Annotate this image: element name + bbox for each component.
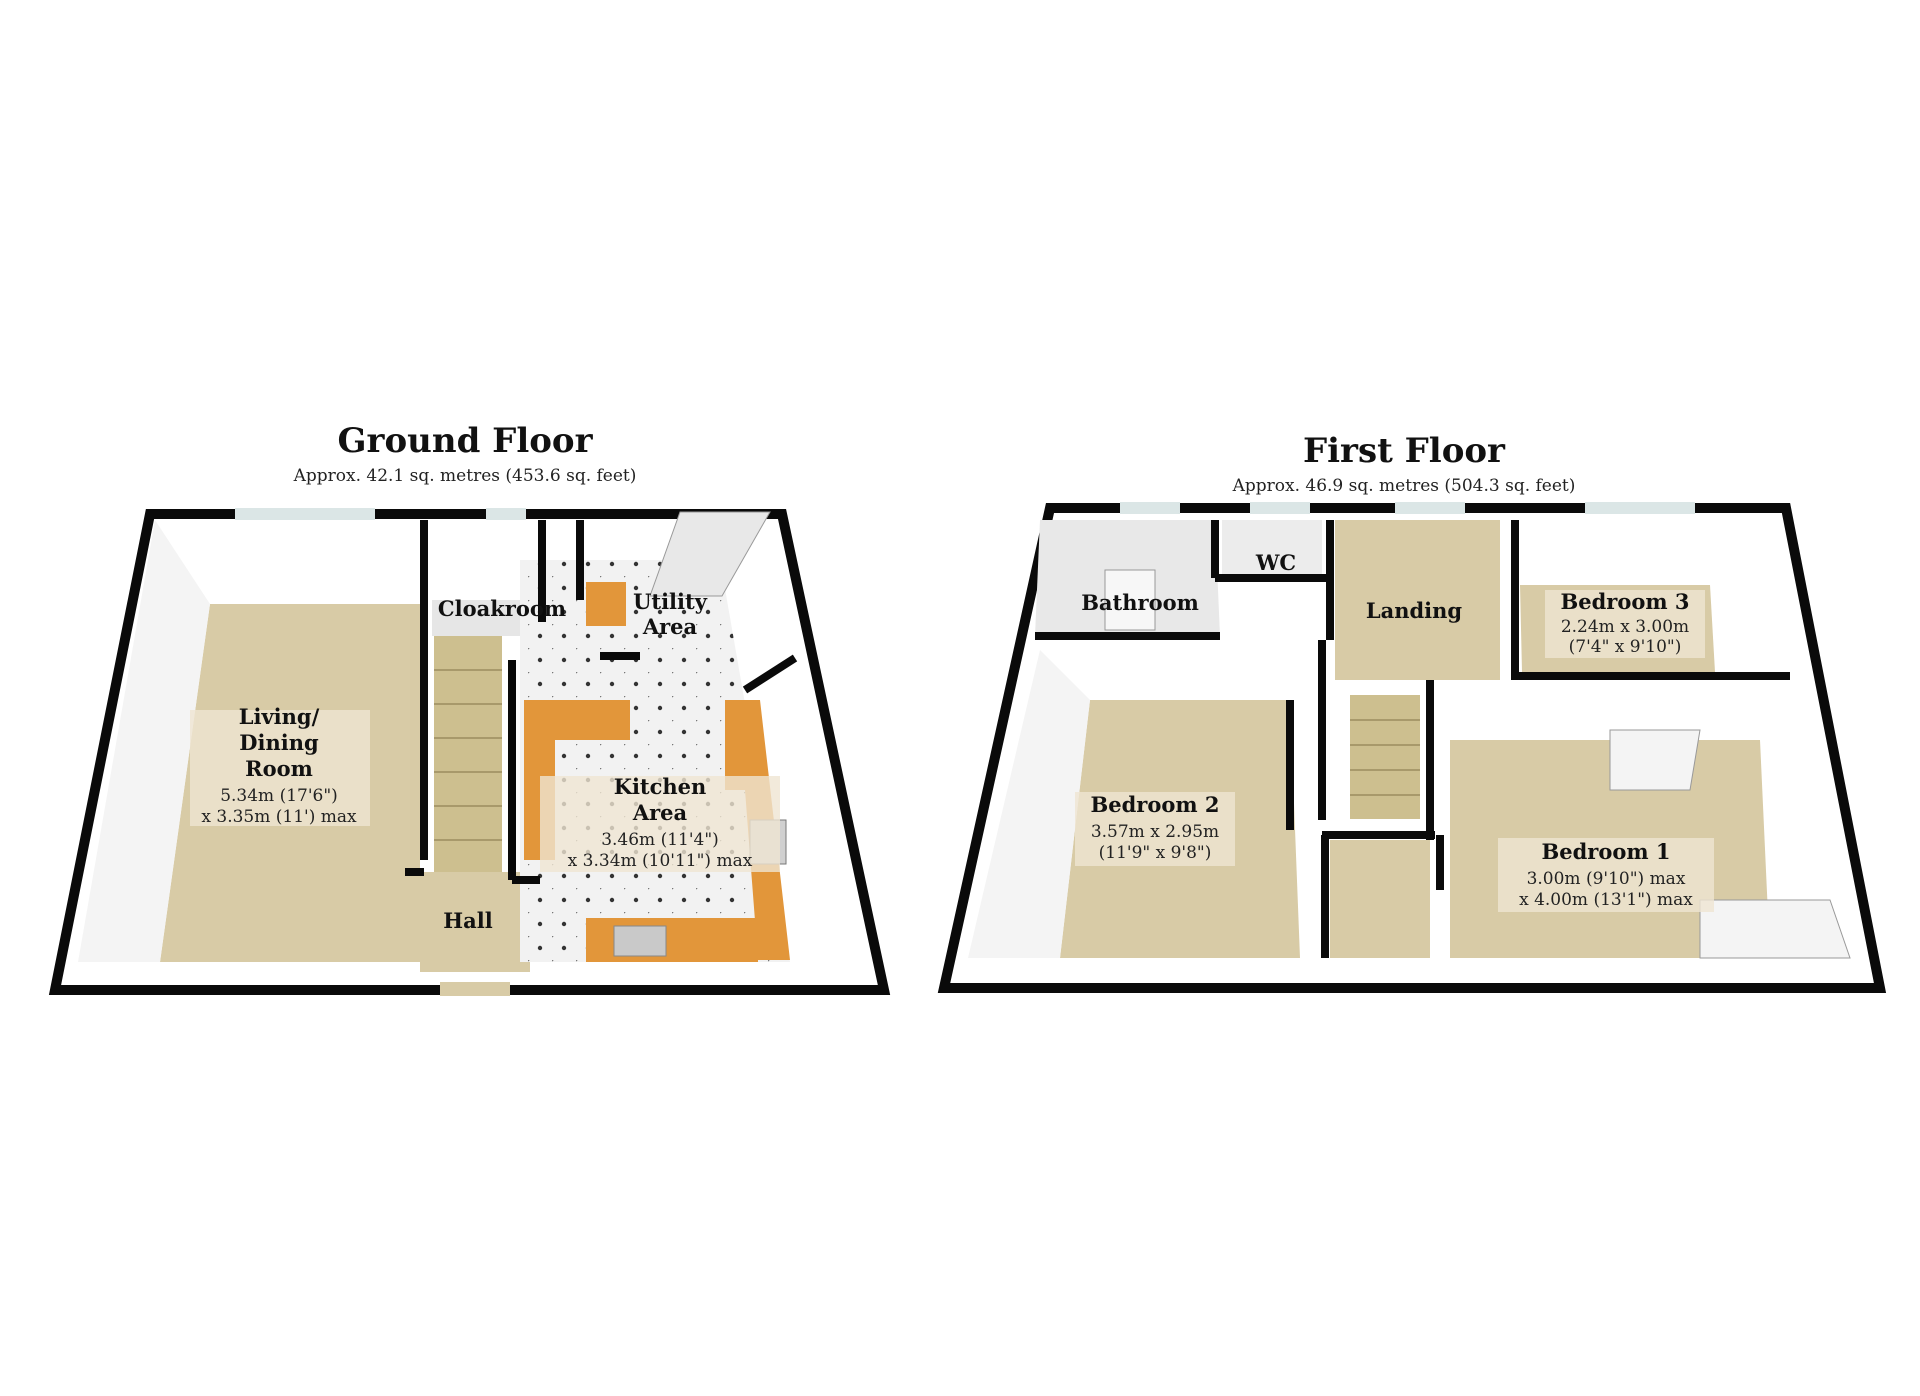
wardrobe xyxy=(1699,899,1851,959)
living-room-dimensions: x 3.35m (11') max xyxy=(201,807,357,827)
living-room-label: Room xyxy=(245,756,313,781)
window xyxy=(1585,502,1695,514)
ground-floor-area: Approx. 42.1 sq. metres (453.6 sq. feet) xyxy=(293,466,637,486)
utility-worktop xyxy=(586,582,626,626)
landing-label: Landing xyxy=(1366,598,1463,623)
ground-floor-title: Ground Floor xyxy=(338,421,594,461)
first-floor-interior-walls xyxy=(1035,520,1790,958)
ground-floor-plan: Ground Floor Approx. 42.1 sq. metres (45… xyxy=(48,421,891,996)
kitchen-label-bg xyxy=(540,776,780,872)
bedroom2-label: Bedroom 2 xyxy=(1090,792,1219,817)
bedroom3-dimensions: (7'4" x 9'10") xyxy=(1569,637,1682,657)
window xyxy=(235,508,375,520)
living-label-bg xyxy=(190,710,370,826)
staircase xyxy=(434,636,502,872)
landing-floor xyxy=(1335,520,1500,680)
window xyxy=(486,508,526,520)
bedroom3-label: Bedroom 3 xyxy=(1560,589,1689,614)
bath-icon xyxy=(1104,569,1156,631)
bedroom1-dimensions: 3.00m (9'10") max xyxy=(1527,869,1686,889)
hall-label: Hall xyxy=(443,908,492,933)
sink-icon xyxy=(613,925,667,957)
door-opening xyxy=(440,982,510,996)
wc-floor xyxy=(1222,520,1322,578)
window xyxy=(1250,502,1310,514)
bedroom3-label-bg xyxy=(1545,590,1705,658)
bedroom2-wall-face xyxy=(968,650,1090,958)
first-floor-title: First Floor xyxy=(1303,431,1506,471)
bedroom1-label-bg xyxy=(1498,838,1714,912)
utility-appliance xyxy=(649,511,771,597)
bedroom1-dimensions: x 4.00m (13'1") max xyxy=(1519,890,1693,910)
bedroom2-dimensions: (11'9" x 9'8") xyxy=(1099,843,1212,863)
window xyxy=(1120,502,1180,514)
landing-stair-treads xyxy=(1350,719,1420,796)
kitchen-dimensions: 3.46m (11'4") xyxy=(601,830,719,850)
utility-label: Area xyxy=(642,614,698,639)
kitchen-dimensions: x 3.34m (10'11") max xyxy=(568,851,753,871)
wc-label: WC xyxy=(1255,550,1296,575)
bedroom2-dimensions: 3.57m x 2.95m xyxy=(1091,822,1219,842)
living-room-label: Dining xyxy=(239,730,319,755)
bedroom3-dimensions: 2.24m x 3.00m xyxy=(1561,617,1689,637)
kitchen-label: Kitchen xyxy=(614,774,707,799)
ground-floor-interior-walls xyxy=(405,520,798,884)
living-room-wall-face xyxy=(78,520,210,962)
window xyxy=(1395,502,1465,514)
closet-floor xyxy=(1330,840,1430,958)
first-floor-plan: First Floor Approx. 46.9 sq. metres (504… xyxy=(937,431,1887,993)
hall-floor xyxy=(420,872,530,972)
living-room-dimensions: 5.34m (17'6") xyxy=(220,786,338,806)
bathroom-label: Bathroom xyxy=(1081,590,1199,615)
bedroom2-label-bg xyxy=(1075,792,1235,866)
stair-treads xyxy=(434,669,502,841)
landing-staircase xyxy=(1350,695,1420,819)
living-room-label: Living/ xyxy=(239,704,320,729)
bedroom1-label: Bedroom 1 xyxy=(1541,839,1670,864)
wardrobe xyxy=(1609,729,1701,791)
cloakroom-label: Cloakroom xyxy=(438,596,566,621)
utility-label: Utility xyxy=(633,589,708,614)
kitchen-label: Area xyxy=(632,800,688,825)
kitchen-worktop-bottom xyxy=(586,918,758,962)
first-floor-area: Approx. 46.9 sq. metres (504.3 sq. feet) xyxy=(1232,476,1576,496)
